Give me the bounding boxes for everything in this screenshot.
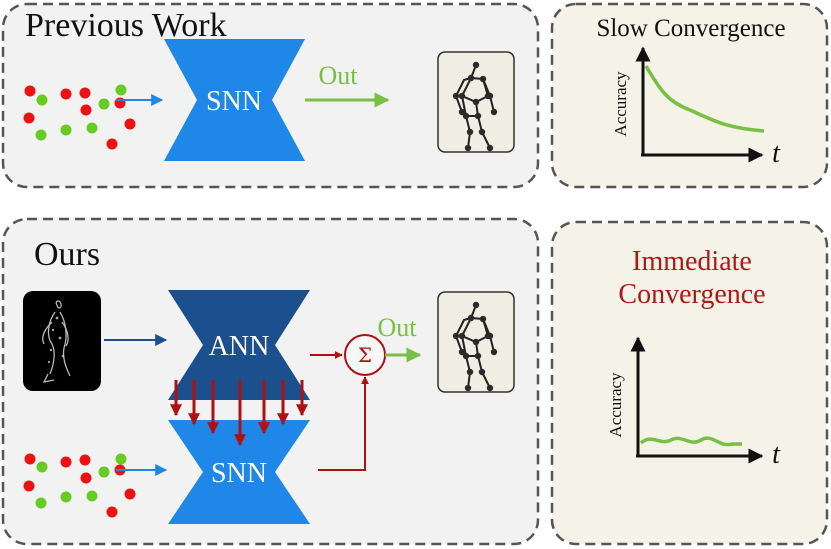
sum-symbol: Σ xyxy=(358,343,372,367)
immediate-convergence-curve xyxy=(639,436,742,447)
out-label-bottom: Out xyxy=(378,313,418,342)
ours-title: Ours xyxy=(34,236,100,273)
event-points-top xyxy=(23,84,136,150)
accuracy-label-bottom: Accuracy xyxy=(606,372,625,438)
ann-to-snn-arrows xyxy=(170,380,308,447)
snn-block-bottom xyxy=(168,420,310,524)
slow-convergence-curve xyxy=(644,65,765,133)
skeleton-icon-top xyxy=(437,51,515,153)
immediate-title-line2: Convergence xyxy=(618,279,765,310)
slow-convergence-title: Slow Convergence xyxy=(596,15,785,42)
snn-label-top: SNN xyxy=(206,86,262,117)
out-label-top: Out xyxy=(319,61,359,90)
input-frame-image xyxy=(23,291,101,391)
immediate-title-line1: Immediate xyxy=(632,246,752,277)
event-points-bottom xyxy=(23,453,136,518)
immediate-convergence-panel xyxy=(550,220,829,546)
snn-label-bottom: SNN xyxy=(211,458,267,489)
t-label-top: t xyxy=(772,138,781,169)
skeleton-icon-bottom xyxy=(437,291,515,393)
slow-convergence-panel xyxy=(550,2,829,189)
previous-work-title: Previous Work xyxy=(25,7,227,44)
accuracy-label-top: Accuracy xyxy=(611,71,630,137)
ann-label: ANN xyxy=(209,331,270,362)
snn-block-top xyxy=(164,39,305,161)
t-label-bottom: t xyxy=(772,439,781,470)
ann-block xyxy=(168,290,310,400)
snn-to-sum-arrow xyxy=(318,376,369,471)
